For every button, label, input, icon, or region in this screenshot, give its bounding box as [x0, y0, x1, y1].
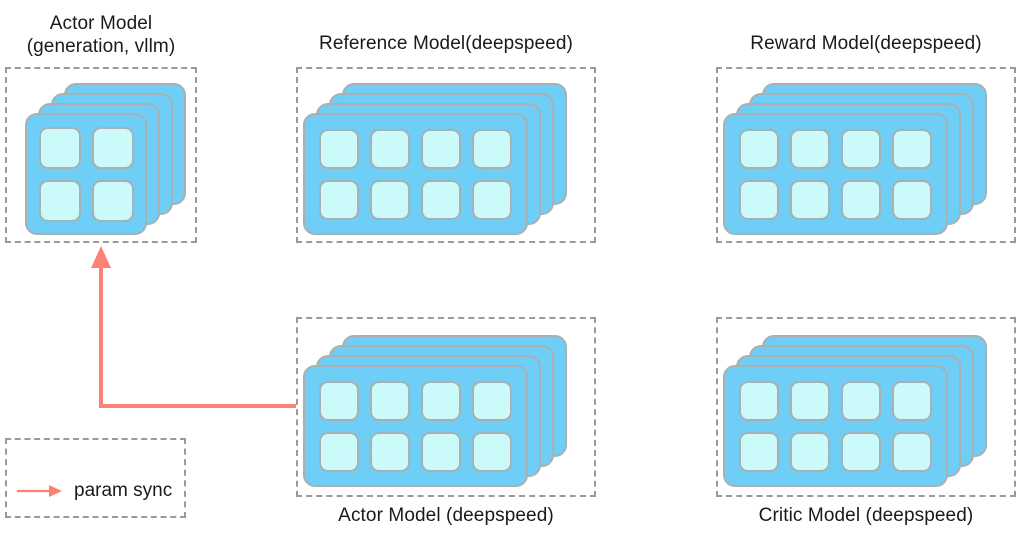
device-cell — [892, 179, 932, 220]
panel-title-actor-deepspeed: Actor Model (deepspeed) — [338, 505, 554, 526]
legend-box — [5, 438, 186, 518]
device-cell — [892, 380, 932, 421]
device-cell — [319, 179, 359, 220]
device-cell — [739, 431, 779, 472]
device-cell — [370, 380, 410, 421]
panel-box-critic-model — [716, 317, 1016, 497]
device-cell — [739, 380, 779, 421]
panel-title-critic-model: Critic Model (deepspeed) — [758, 505, 974, 526]
device-cell — [841, 128, 881, 169]
device-cell — [370, 179, 410, 220]
panel-box-reward-model — [716, 67, 1016, 243]
legend-label-param-sync: param sync — [74, 480, 173, 501]
device-cell — [421, 128, 461, 169]
device-cell — [38, 126, 81, 169]
device-cell — [91, 179, 134, 222]
device-cell — [892, 431, 932, 472]
device-cell — [790, 431, 830, 472]
panel-box-actor-vllm — [5, 67, 197, 243]
stack-card-front — [303, 365, 528, 487]
panel-title-actor-vllm: Actor Model (generation, vllm) — [26, 13, 176, 57]
device-cell — [841, 380, 881, 421]
card-stack-critic-model — [718, 319, 1018, 499]
device-cell — [319, 380, 359, 421]
device-cell — [472, 179, 512, 220]
device-cell — [841, 179, 881, 220]
card-stack-reference-model — [298, 69, 598, 245]
device-cell — [421, 380, 461, 421]
panel-title-reference-model: Reference Model(deepspeed) — [319, 33, 573, 54]
card-stack-reward-model — [718, 69, 1018, 245]
panel-title-reward-model: Reward Model(deepspeed) — [750, 33, 982, 54]
legend-row-param-sync: param sync — [16, 478, 181, 504]
device-cell — [739, 128, 779, 169]
device-cell — [892, 128, 932, 169]
device-cell — [421, 431, 461, 472]
device-cell — [38, 179, 81, 222]
device-cell — [739, 179, 779, 220]
param-sync-arrow-icon — [17, 485, 62, 497]
device-cell — [841, 431, 881, 472]
device-cell — [91, 126, 134, 169]
stack-card-front — [723, 365, 948, 487]
device-cell — [472, 380, 512, 421]
device-cell — [472, 128, 512, 169]
card-stack-actor-vllm — [7, 69, 199, 245]
device-cell — [319, 431, 359, 472]
device-cell — [370, 128, 410, 169]
device-cell — [472, 431, 512, 472]
device-cell — [790, 179, 830, 220]
stack-card-front — [723, 113, 948, 235]
device-cell — [319, 128, 359, 169]
stack-card-front — [25, 113, 147, 235]
device-cell — [790, 128, 830, 169]
card-stack-actor-deepspeed — [298, 319, 598, 499]
panel-box-actor-deepspeed — [296, 317, 596, 497]
stack-card-front — [303, 113, 528, 235]
panel-box-reference-model — [296, 67, 596, 243]
device-cell — [370, 431, 410, 472]
device-cell — [421, 179, 461, 220]
device-cell — [790, 380, 830, 421]
